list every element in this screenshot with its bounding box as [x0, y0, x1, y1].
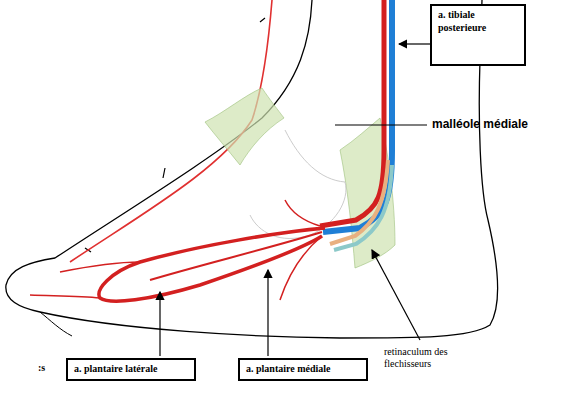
- box-label: a. plantaire médiale: [246, 363, 360, 376]
- anatomy-label: malléole médiale: [432, 117, 557, 131]
- label-box: a. tibiale posterieure: [430, 4, 526, 66]
- label-box: a. plantaire médiale: [238, 358, 368, 381]
- label-box: a. plantaire latérale: [66, 358, 196, 381]
- box-label: a. tibiale posterieure: [438, 9, 518, 34]
- fragment-text: :s: [38, 362, 58, 374]
- anatomy-label: retinaculum des flechisseurs: [384, 346, 479, 370]
- box-label: a. plantaire latérale: [74, 363, 188, 376]
